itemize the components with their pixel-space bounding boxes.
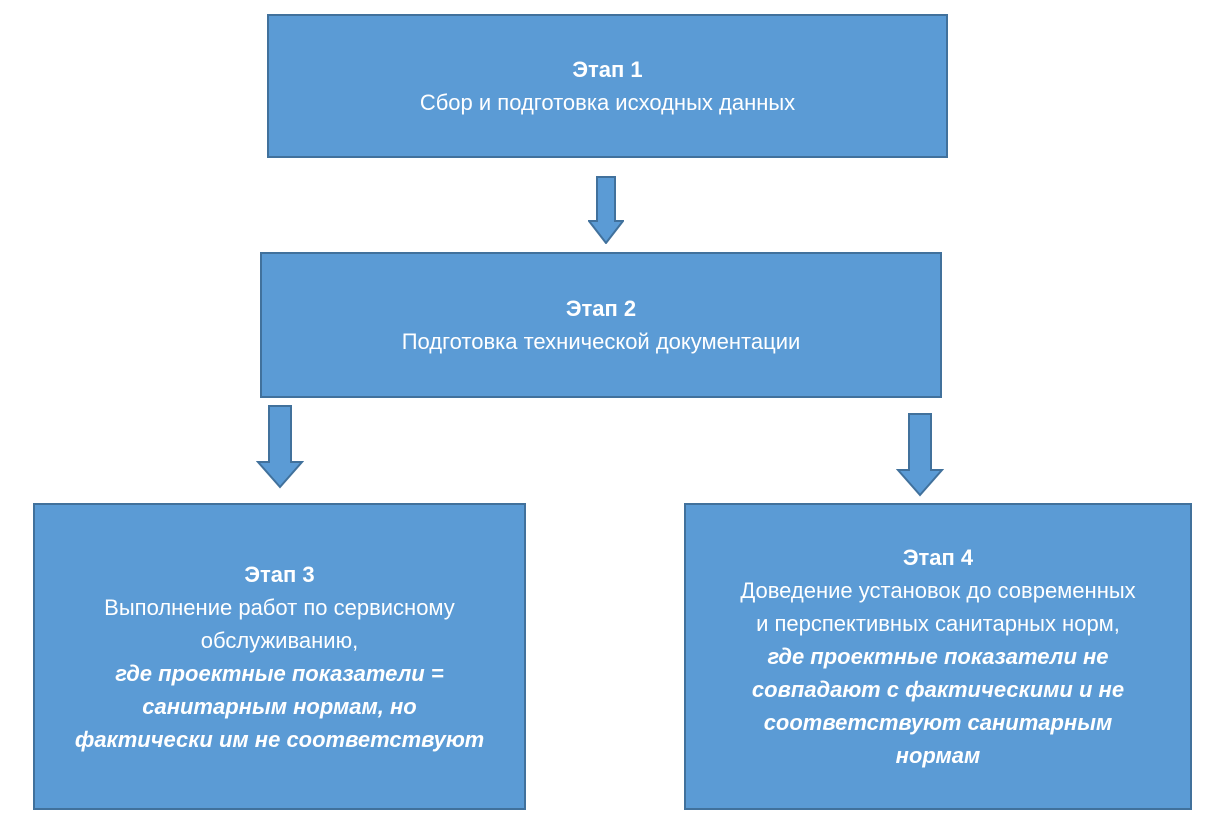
stage-2-title: Этап 2 (565, 296, 637, 321)
stage-4-condition-line: соответствуют санитарным (763, 710, 1113, 735)
stage-3-condition-line: санитарным нормам, но (142, 693, 417, 719)
stage-2-box: Этап 2 Подготовка технической документац… (260, 252, 942, 398)
stage-3-condition-line: фактически им не соответствуют (74, 726, 485, 752)
stage-2-text: Подготовка технической документации (401, 329, 801, 354)
stage-4-condition-line: совпадают с фактическими и не (751, 677, 1125, 702)
stage-4-box: Этап 4 Доведение установок до современны… (684, 503, 1192, 810)
stage-1-text: Сбор и подготовка исходных данных (419, 90, 796, 115)
stage-4-title: Этап 4 (902, 545, 974, 570)
stage-1-title: Этап 1 (572, 57, 643, 82)
arrow-down-icon (256, 405, 304, 489)
stage-3-text-line: обслуживанию, (200, 627, 359, 653)
arrow-down-icon (896, 413, 944, 497)
stage-3-box: Этап 3 Выполнение работ по сервисному об… (33, 503, 526, 810)
stage-1-box: Этап 1 Сбор и подготовка исходных данных (267, 14, 948, 158)
stage-3-condition-line: где проектные показатели = (115, 660, 444, 686)
stage-4-condition-line: нормам (895, 743, 981, 768)
stage-4-text-line: Доведение установок до современных (740, 578, 1136, 603)
stage-4-text-line: и перспективных санитарных норм, (756, 611, 1120, 636)
arrow-down-icon (588, 176, 624, 244)
stage-3-title: Этап 3 (244, 561, 315, 587)
stage-4-condition-line: где проектные показатели не (767, 644, 1109, 669)
stage-3-text-line: Выполнение работ по сервисному (104, 594, 455, 620)
